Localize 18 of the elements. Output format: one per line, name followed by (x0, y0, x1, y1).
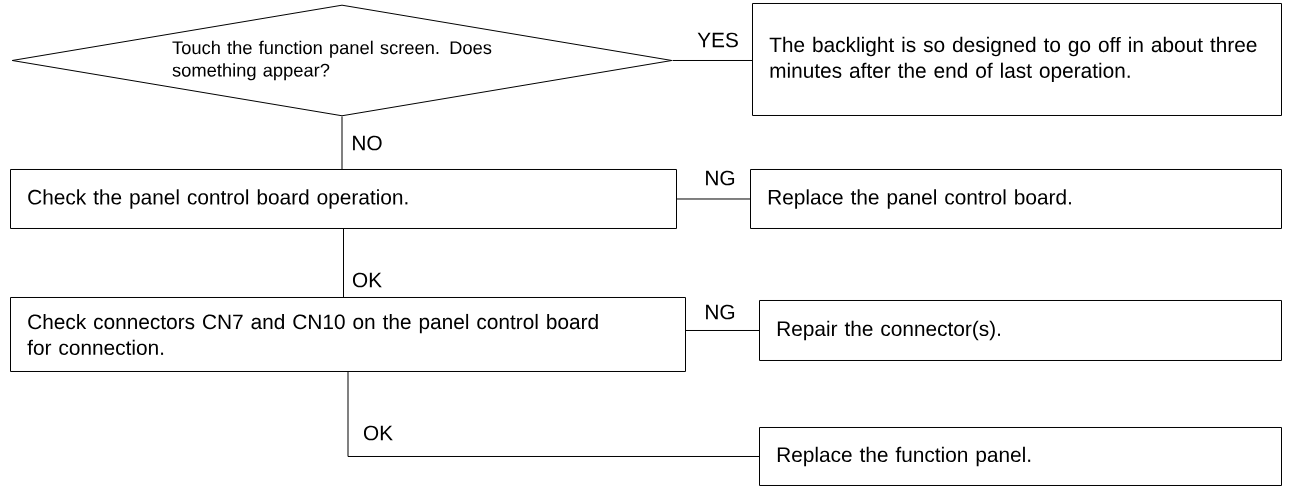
connector-line (676, 198, 751, 200)
edge-label: YES (695, 30, 741, 50)
connector-line (685, 330, 760, 331)
connector-line (672, 60, 753, 61)
process-box: Check connectors CN7 and CN10 on the panel control board for connection. (10, 297, 686, 372)
connector-line (343, 228, 344, 298)
edge-label: OK (350, 270, 384, 290)
edge-label: NG (702, 302, 738, 322)
edge-label: NO (349, 133, 385, 153)
connector-line (347, 371, 760, 457)
edge-label: OK (361, 423, 395, 443)
edge-label: NG (702, 168, 738, 188)
process-box: Replace the panel control board. (750, 169, 1282, 229)
process-box: Replace the function panel. (759, 427, 1282, 486)
process-box: The backlight is so designed to go off in about three minutes after the end of last operation. (752, 3, 1282, 116)
process-box: Check the panel control board operation. (10, 169, 677, 229)
process-box: Repair the connector(s). (759, 300, 1282, 361)
connector-line (341, 116, 343, 170)
